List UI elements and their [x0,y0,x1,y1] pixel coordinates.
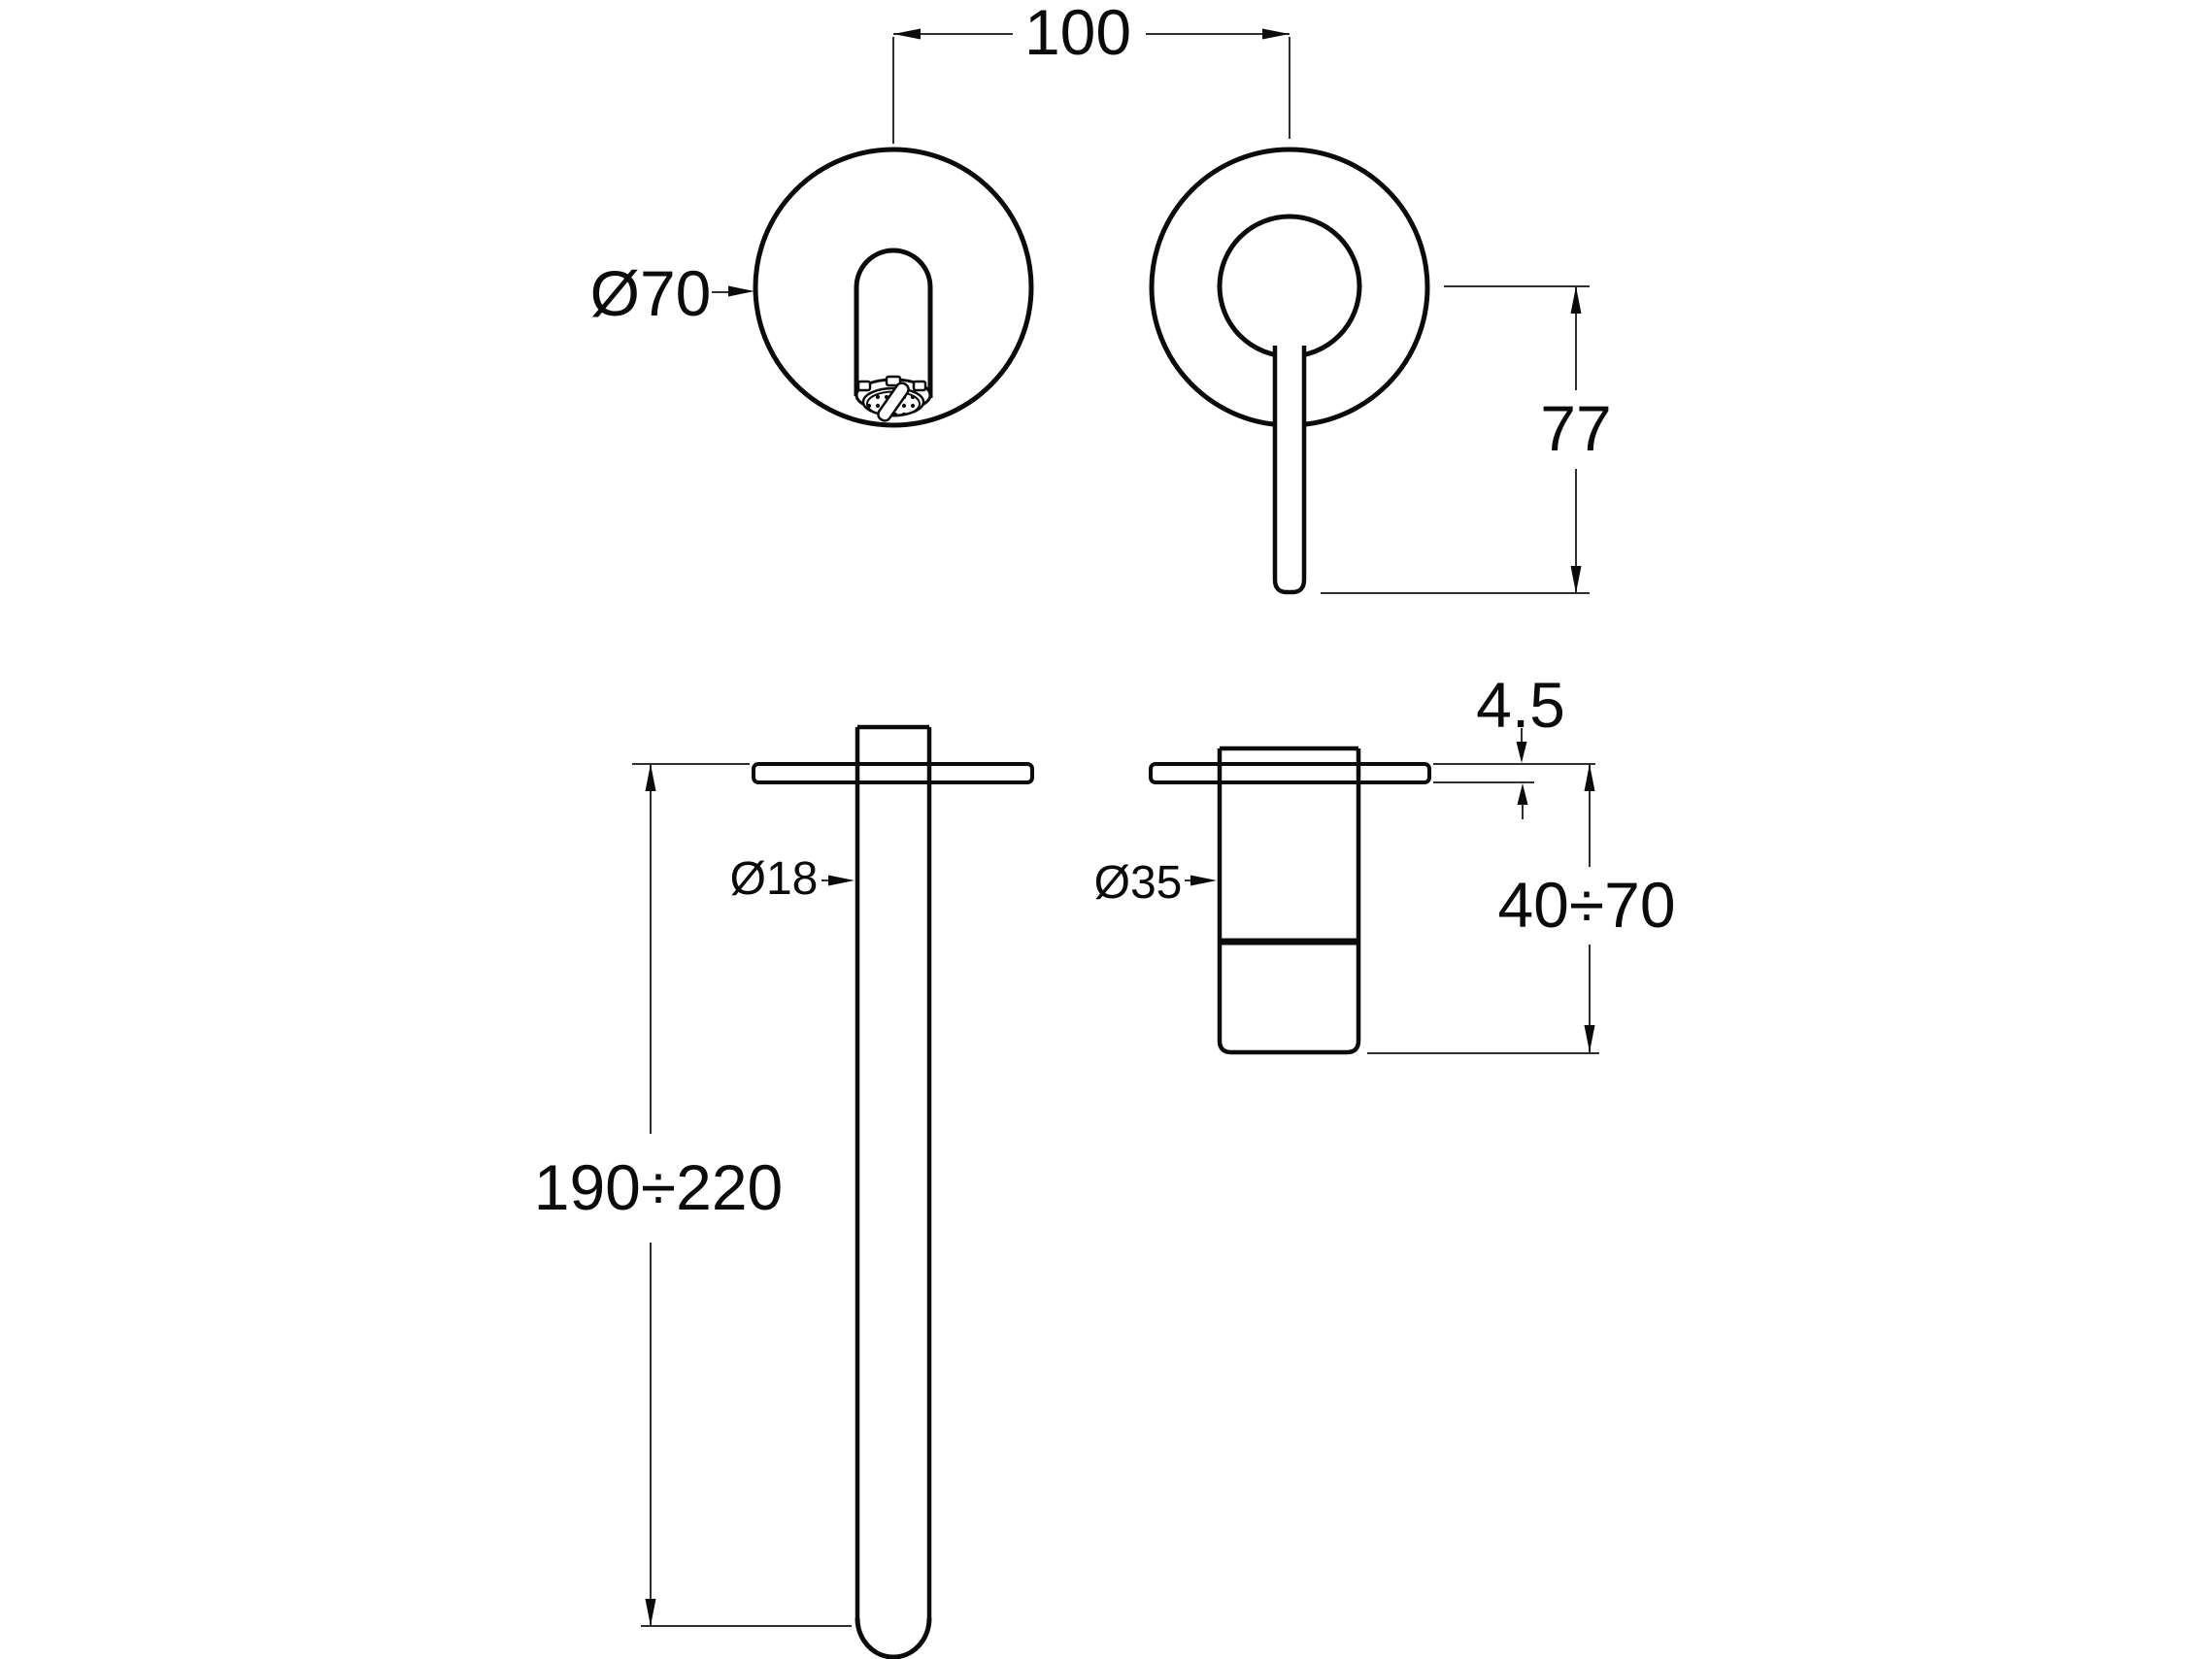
arrowhead-right [1262,28,1290,40]
arrowhead-up [1584,764,1595,791]
spout-tip-cap [855,1617,932,1659]
arrowhead-down [1516,742,1527,763]
aerator-notch [912,380,927,392]
dim-label-100: 100 [1023,0,1132,68]
arrowhead-up [645,764,656,791]
arrowhead-up [1517,783,1528,805]
arrowhead-right [828,875,855,886]
dimension-40-70 [1367,764,1599,1054]
leader-dia-35 [1185,875,1217,886]
dim-label-4-5: 4.5 [1476,669,1565,741]
arrowhead-right [1190,875,1217,886]
arrowhead-up [1570,286,1582,314]
aerator-key-slot [877,382,910,422]
dim-label-dia-35: Ø35 [1093,857,1183,909]
handle-boss-circle [1217,214,1362,359]
mixer-front-view [1149,147,1430,595]
dimension-100 [892,28,1290,144]
arrowhead-down [1570,566,1582,593]
dim-label-77: 77 [1540,392,1612,464]
leader-dia-70 [712,285,754,297]
dim-label-dia-18: Ø18 [729,853,819,905]
spout-escutcheon-circle [753,147,1034,428]
aerator [855,375,932,422]
handle-lever [1272,346,1307,595]
dimension-190-220 [632,763,852,1627]
dimension-4-5 [1433,728,1595,819]
spout-front-view [753,147,1034,428]
dim-label-40-70: 40÷70 [1497,869,1676,941]
dim-label-dia-70: Ø70 [589,257,712,329]
arrowhead-down [1584,1025,1595,1052]
aerator-notch [885,375,902,387]
spout-side-view [752,724,1034,1659]
arrowhead-left [893,28,921,40]
dimension-77 [1321,285,1590,594]
spout-nose-outline [854,248,933,398]
leader-dia-18 [821,875,855,886]
valve-side-view [1149,746,1431,1055]
valve-wall-flange [1149,762,1431,784]
spout-wall-flange [752,762,1034,784]
arrowhead-right [728,285,754,297]
dim-label-190-220: 190÷220 [533,1151,784,1223]
arrowhead-down [645,1599,656,1626]
aerator-notch [856,380,872,392]
valve-body-bottom [1217,1040,1361,1055]
